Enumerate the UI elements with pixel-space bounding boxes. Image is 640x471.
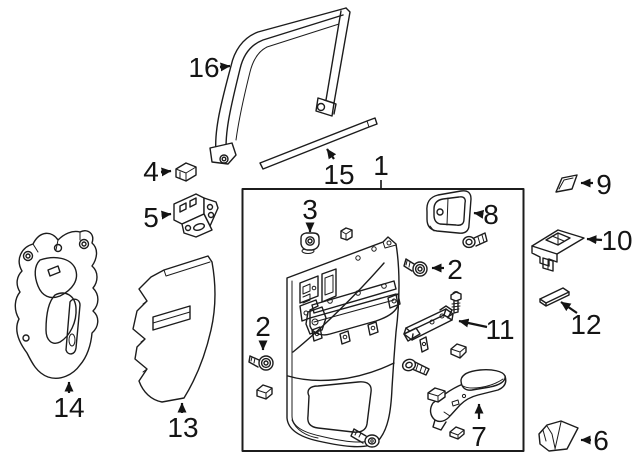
bolt-above-bracket-icon — [450, 291, 462, 314]
part-3-nut-icon — [300, 232, 320, 254]
callout-11[interactable]: 11 — [485, 314, 514, 345]
callout-1[interactable]: 1 — [373, 150, 389, 181]
screw-below-bezel-icon — [462, 232, 488, 249]
callout-13[interactable]: 13 — [167, 412, 198, 443]
clip-below-screw-left-icon — [256, 384, 273, 400]
part-6-corner-cover-icon — [538, 420, 579, 452]
callout-16-arrow — [219, 62, 231, 72]
callout-11-arrow — [458, 318, 488, 329]
screw-below-bracket-icon — [401, 358, 430, 376]
callout-16[interactable]: 16 — [188, 52, 219, 83]
part-7-armrest-icon — [429, 369, 507, 431]
callout-12[interactable]: 12 — [570, 309, 601, 340]
part-13-insulator-pad-icon — [132, 255, 216, 403]
part-2-screw-left-icon — [248, 355, 274, 371]
clip-below-bracket-icon — [450, 343, 467, 359]
callout-6[interactable]: 6 — [593, 425, 609, 456]
part-8-handle-bezel-icon — [426, 190, 472, 234]
callout-4[interactable]: 4 — [143, 156, 159, 187]
callout-10-arrow — [586, 235, 603, 245]
callout-4-arrow — [160, 167, 172, 177]
callout-5-arrow — [161, 210, 172, 220]
part-9-retainer-icon — [555, 174, 578, 193]
part-5-bracket-icon — [173, 193, 219, 238]
callout-15[interactable]: 15 — [323, 159, 354, 190]
part-10-window-switch-icon — [531, 229, 585, 272]
clip-below-armrest-icon — [449, 426, 465, 440]
callout-15-arrow — [326, 148, 337, 160]
callout-8[interactable]: 8 — [483, 199, 499, 230]
clip-left-of-armrest-icon — [427, 387, 446, 403]
callout-2-right[interactable]: 2 — [447, 254, 463, 285]
callout-8-arrow — [473, 209, 485, 219]
callout-7[interactable]: 7 — [471, 421, 487, 452]
part-2-screw-right-icon — [403, 258, 428, 277]
callout-14[interactable]: 14 — [53, 392, 84, 423]
callout-5[interactable]: 5 — [143, 202, 159, 233]
callout-3[interactable]: 3 — [302, 194, 318, 225]
part-12-strip-clip-icon — [539, 287, 570, 307]
clip-above-panel-icon — [340, 227, 353, 241]
callout-10[interactable]: 10 — [601, 225, 632, 256]
callout-2-left[interactable]: 2 — [255, 311, 271, 342]
part-15-belt-molding-icon — [259, 117, 378, 170]
callout-12-arrow — [560, 301, 578, 314]
part-16-window-frame-weatherstrip-icon — [209, 7, 351, 165]
part-4-clip-icon — [175, 162, 197, 182]
screw-bottom-icon — [350, 428, 380, 448]
part-11-switch-mount-bracket-icon — [403, 305, 454, 353]
callout-9[interactable]: 9 — [596, 169, 612, 200]
part-14-water-deflector-icon — [14, 230, 99, 379]
door-trim-panel-art — [286, 236, 401, 448]
